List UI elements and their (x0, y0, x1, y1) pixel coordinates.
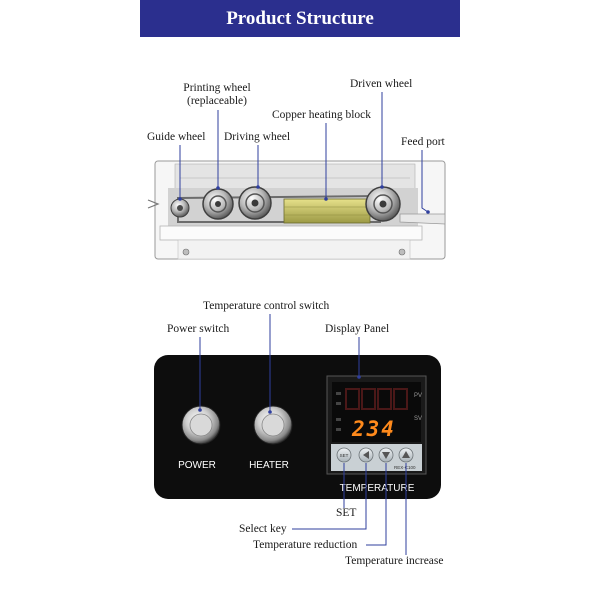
printing-wheel-label-line2: (replaceable) (186, 95, 247, 107)
temperature-caption: TEMPERATURE (340, 483, 415, 494)
controller-model: REX-C100 (394, 465, 416, 470)
sv-value: 234 (351, 417, 396, 441)
select-key-icon (363, 451, 369, 459)
feed-port-label: Feed port (401, 136, 445, 148)
temperature-reduction-key[interactable] (378, 447, 394, 463)
set-key-glyph: SET (340, 453, 349, 458)
guide-wheel (170, 198, 190, 218)
pv-label: PV (414, 393, 422, 399)
printing-wheel-label-line1: Printing wheel (183, 82, 251, 94)
temperature-reduction-label: Temperature reduction (253, 539, 358, 551)
copper-heating-block (283, 198, 371, 224)
power-button-label: POWER (178, 460, 216, 471)
machine-leader-dots (178, 185, 430, 214)
panel-leader-dots (198, 375, 361, 414)
driven-wheel (365, 186, 401, 222)
driven-wheel-label: Driven wheel (350, 78, 413, 90)
feed-port (399, 213, 446, 225)
temperature-increase-key[interactable] (398, 447, 414, 463)
driving-wheel (238, 186, 272, 220)
temperature-increase-label: Temperature increase (345, 555, 444, 567)
select-key-label: Select key (239, 523, 287, 535)
power-switch-label: Power switch (167, 323, 230, 335)
printing-wheel-label: Printing wheel (replaceable) (172, 82, 262, 108)
set-key[interactable]: SET (336, 447, 352, 463)
guide-wheel-label: Guide wheel (147, 131, 206, 143)
sealer-machine (147, 160, 446, 260)
panel-leader-lines (199, 314, 407, 555)
power-button (181, 405, 221, 445)
copper-heating-block-label: Copper heating block (272, 109, 372, 121)
set-label: SET (336, 507, 357, 519)
printing-wheel (202, 188, 234, 220)
down-arrow-icon (382, 452, 390, 459)
heater-button (253, 405, 293, 445)
title-banner: Product Structure (140, 0, 460, 37)
temperature-control-switch-label: Temperature control switch (203, 300, 330, 312)
page-title: Product Structure (226, 7, 374, 29)
driving-wheel-label: Driving wheel (224, 131, 291, 143)
select-key[interactable] (358, 447, 374, 463)
table-plate (159, 225, 423, 241)
machine-leader-lines (179, 92, 429, 213)
display-panel-label: Display Panel (325, 323, 390, 335)
up-arrow-icon (402, 451, 410, 458)
sv-label: SV (414, 416, 422, 422)
pv-readout (345, 388, 408, 410)
heater-button-label: HEATER (249, 460, 289, 471)
